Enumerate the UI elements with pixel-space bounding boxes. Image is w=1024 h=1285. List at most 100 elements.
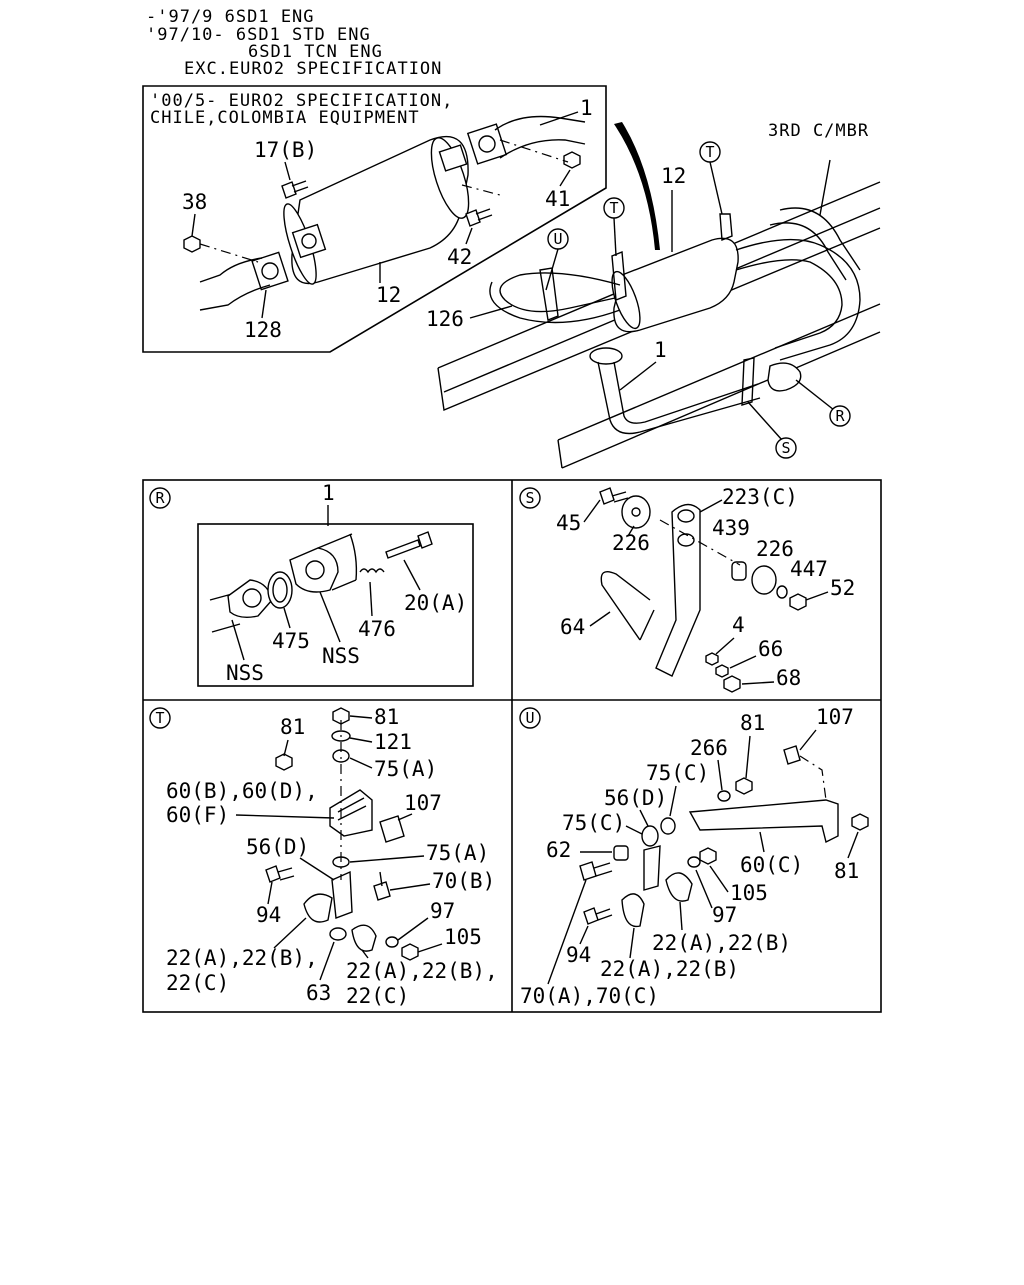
detail-t-label-56d: 56(D) bbox=[246, 835, 309, 859]
callout-r: R bbox=[795, 379, 851, 427]
main-label-1: 1 bbox=[654, 338, 667, 362]
inset-tail-pipe bbox=[199, 251, 289, 311]
header-line-4: EXC.EURO2 SPECIFICATION bbox=[184, 59, 442, 79]
euro2-inset: '00/5- EURO2 SPECIFICATION, CHILE,COLOMB… bbox=[142, 85, 607, 353]
detail-grid bbox=[142, 479, 882, 1013]
detail-t-label-75a-1: 75(A) bbox=[374, 757, 437, 781]
detail-u-label-94: 94 bbox=[566, 943, 591, 967]
inset-muffler bbox=[283, 135, 470, 285]
header-line-3: 6SD1 TCN ENG bbox=[248, 42, 383, 62]
detail-u-label-266: 266 bbox=[690, 736, 728, 760]
detail-s-label-226a: 226 bbox=[612, 531, 650, 555]
detail-r-label-475: 475 bbox=[272, 629, 310, 653]
detail-s-label-68: 68 bbox=[776, 666, 801, 690]
detail-t-label-70b: 70(B) bbox=[432, 869, 495, 893]
detail-u-label-81a: 81 bbox=[740, 711, 765, 735]
detail-t-label-81b: 81 bbox=[374, 705, 399, 729]
detail-s-label-66: 66 bbox=[758, 637, 783, 661]
detail-s-label-226b: 226 bbox=[756, 537, 794, 561]
inset-pointer-arrow bbox=[614, 122, 660, 250]
inset-title-1: '00/5- EURO2 SPECIFICATION, bbox=[150, 91, 453, 111]
inset-title-2: CHILE,COLOMBIA EQUIPMENT bbox=[150, 108, 420, 128]
inset-frame bbox=[142, 85, 607, 353]
main-tail-pipe bbox=[735, 238, 861, 361]
svg-text:T: T bbox=[705, 143, 714, 161]
detail-s-label-64: 64 bbox=[560, 615, 585, 639]
callout-u: U bbox=[545, 228, 569, 291]
frame-rails bbox=[437, 181, 881, 469]
detail-u-label-62: 62 bbox=[546, 838, 571, 862]
detail-u-label-56d: 56(D) bbox=[604, 786, 667, 810]
detail-s-label-4: 4 bbox=[732, 613, 745, 637]
detail-t-label-121: 121 bbox=[374, 730, 412, 754]
detail-r-key: R bbox=[155, 489, 165, 507]
detail-t-label-22c-2: 22(C) bbox=[346, 984, 409, 1008]
detail-u-label-22ab-1: 22(A),22(B) bbox=[652, 931, 791, 955]
detail-u-label-97: 97 bbox=[712, 903, 737, 927]
detail-t-label-107: 107 bbox=[404, 791, 442, 815]
callout-s: S bbox=[747, 401, 797, 459]
inset-label-1: 1 bbox=[580, 96, 593, 120]
detail-u-label-70: 70(A),70(C) bbox=[520, 984, 659, 1008]
detail-t-label-81a: 81 bbox=[280, 715, 305, 739]
detail-t-label-60: 60(B),60(D), bbox=[166, 779, 318, 803]
detail-r-label-nss-1: NSS bbox=[322, 644, 360, 668]
detail-t-label-97: 97 bbox=[430, 899, 455, 923]
detail-u-label-105: 105 bbox=[730, 881, 768, 905]
detail-t-label-60f: 60(F) bbox=[166, 803, 229, 827]
main-label-126: 126 bbox=[426, 307, 464, 331]
detail-s-label-447: 447 bbox=[790, 557, 828, 581]
third-crossmember bbox=[769, 159, 861, 281]
detail-s-label-223c: 223(C) bbox=[722, 485, 798, 509]
detail-r-label-nss-2: NSS bbox=[226, 661, 264, 685]
detail-u-label-60c: 60(C) bbox=[740, 853, 803, 877]
detail-t-label-94: 94 bbox=[256, 903, 281, 927]
inset-label-38: 38 bbox=[182, 190, 207, 214]
detail-u: U 81 107 266 75(C) 56(D) bbox=[519, 705, 869, 1008]
detail-t-label-22ab-2: 22(A),22(B), bbox=[346, 959, 498, 983]
detail-t-label-63: 63 bbox=[306, 981, 331, 1005]
detail-u-label-81b: 81 bbox=[834, 859, 859, 883]
main-pipe-126 bbox=[489, 272, 621, 324]
detail-r-label-20a: 20(A) bbox=[404, 591, 467, 615]
svg-text:U: U bbox=[553, 230, 562, 248]
svg-text:R: R bbox=[835, 407, 845, 425]
callout-t1: T bbox=[699, 141, 723, 215]
detail-t-label-22c: 22(C) bbox=[166, 971, 229, 995]
detail-r-label-1: 1 bbox=[322, 481, 335, 505]
detail-t-label-22ab: 22(A),22(B), bbox=[166, 946, 318, 970]
detail-u-key: U bbox=[525, 709, 534, 727]
main-assembly: 3RD C/MBR 12 bbox=[426, 121, 881, 469]
svg-text:T: T bbox=[609, 199, 618, 217]
main-front-pipe bbox=[589, 347, 802, 435]
detail-s-label-439: 439 bbox=[712, 516, 750, 540]
detail-s-key: S bbox=[525, 489, 534, 507]
detail-s-label-52: 52 bbox=[830, 576, 855, 600]
inset-label-17b: 17(B) bbox=[254, 138, 317, 162]
header-line-2: '97/10- 6SD1 STD ENG bbox=[146, 25, 371, 45]
detail-t-label-105: 105 bbox=[444, 925, 482, 949]
detail-r-label-476: 476 bbox=[358, 617, 396, 641]
detail-u-label-75c-2: 75(C) bbox=[562, 811, 625, 835]
svg-text:S: S bbox=[781, 439, 790, 457]
callout-t2: T bbox=[603, 197, 625, 257]
detail-s: S 45 226 223(C) 439 226 447 52 64 bbox=[519, 485, 855, 693]
inset-label-42: 42 bbox=[447, 245, 472, 269]
header-line-1: -'97/9 6SD1 ENG bbox=[146, 7, 315, 27]
detail-t-key: T bbox=[155, 709, 164, 727]
detail-u-label-107: 107 bbox=[816, 705, 854, 729]
detail-t-label-75a-2: 75(A) bbox=[426, 841, 489, 865]
detail-t: T 81 81 121 75(A) 60(B),6 bbox=[149, 705, 498, 1008]
inset-label-12: 12 bbox=[376, 283, 401, 307]
detail-s-label-45: 45 bbox=[556, 511, 581, 535]
inset-label-128: 128 bbox=[244, 318, 282, 342]
inset-label-41: 41 bbox=[545, 187, 570, 211]
main-label-12: 12 bbox=[661, 164, 686, 188]
inset-fasteners bbox=[183, 139, 581, 263]
detail-r: R 1 20(A) 475 476 NSS NSS bbox=[149, 481, 474, 687]
detail-u-label-75c-1: 75(C) bbox=[646, 761, 709, 785]
main-hangers bbox=[539, 213, 755, 406]
applicability-header: -'97/9 6SD1 ENG '97/10- 6SD1 STD ENG 6SD… bbox=[146, 7, 442, 79]
